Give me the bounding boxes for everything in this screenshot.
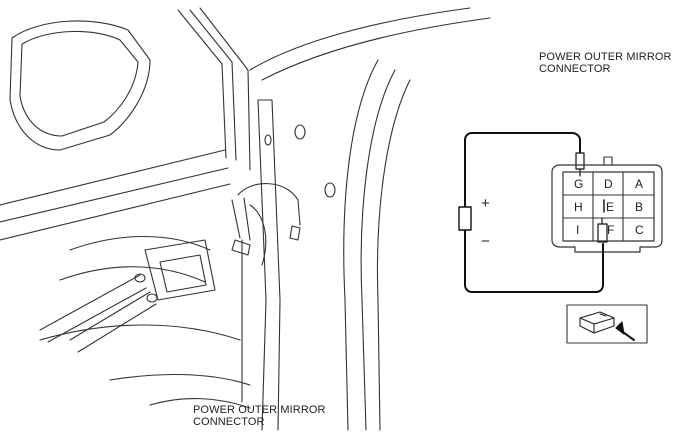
battery-minus: − (481, 233, 490, 250)
connector-inset-frame (566, 304, 648, 344)
test-schematic (458, 132, 663, 344)
connector-body (551, 164, 663, 253)
pin-e: E (606, 200, 614, 214)
pin-f: F (607, 223, 614, 237)
pin-c: C (635, 223, 644, 237)
probe-f (597, 223, 608, 243)
battery-symbol (458, 206, 472, 231)
pin-d: D (604, 177, 613, 191)
label-top-right-line2: CONNECTOR (539, 63, 611, 75)
probe-g (575, 152, 585, 170)
door-illustration (0, 7, 491, 431)
label-bottom: POWER OUTER MIRROR CONNECTOR (193, 404, 326, 428)
pin-labels: G D A H E B I F C + − (481, 177, 644, 250)
label-top-right-line1: POWER OUTER MIRROR (539, 51, 672, 63)
pin-b: B (635, 200, 643, 214)
pin-g: G (574, 177, 583, 191)
battery-plus: + (481, 195, 490, 212)
pin-h: H (574, 200, 583, 214)
pin-i: I (576, 223, 579, 237)
label-bottom-line1: POWER OUTER MIRROR (193, 404, 326, 416)
label-top-right: POWER OUTER MIRROR CONNECTOR (539, 51, 672, 75)
pin-a: A (635, 177, 643, 191)
label-bottom-line2: CONNECTOR (193, 416, 265, 428)
